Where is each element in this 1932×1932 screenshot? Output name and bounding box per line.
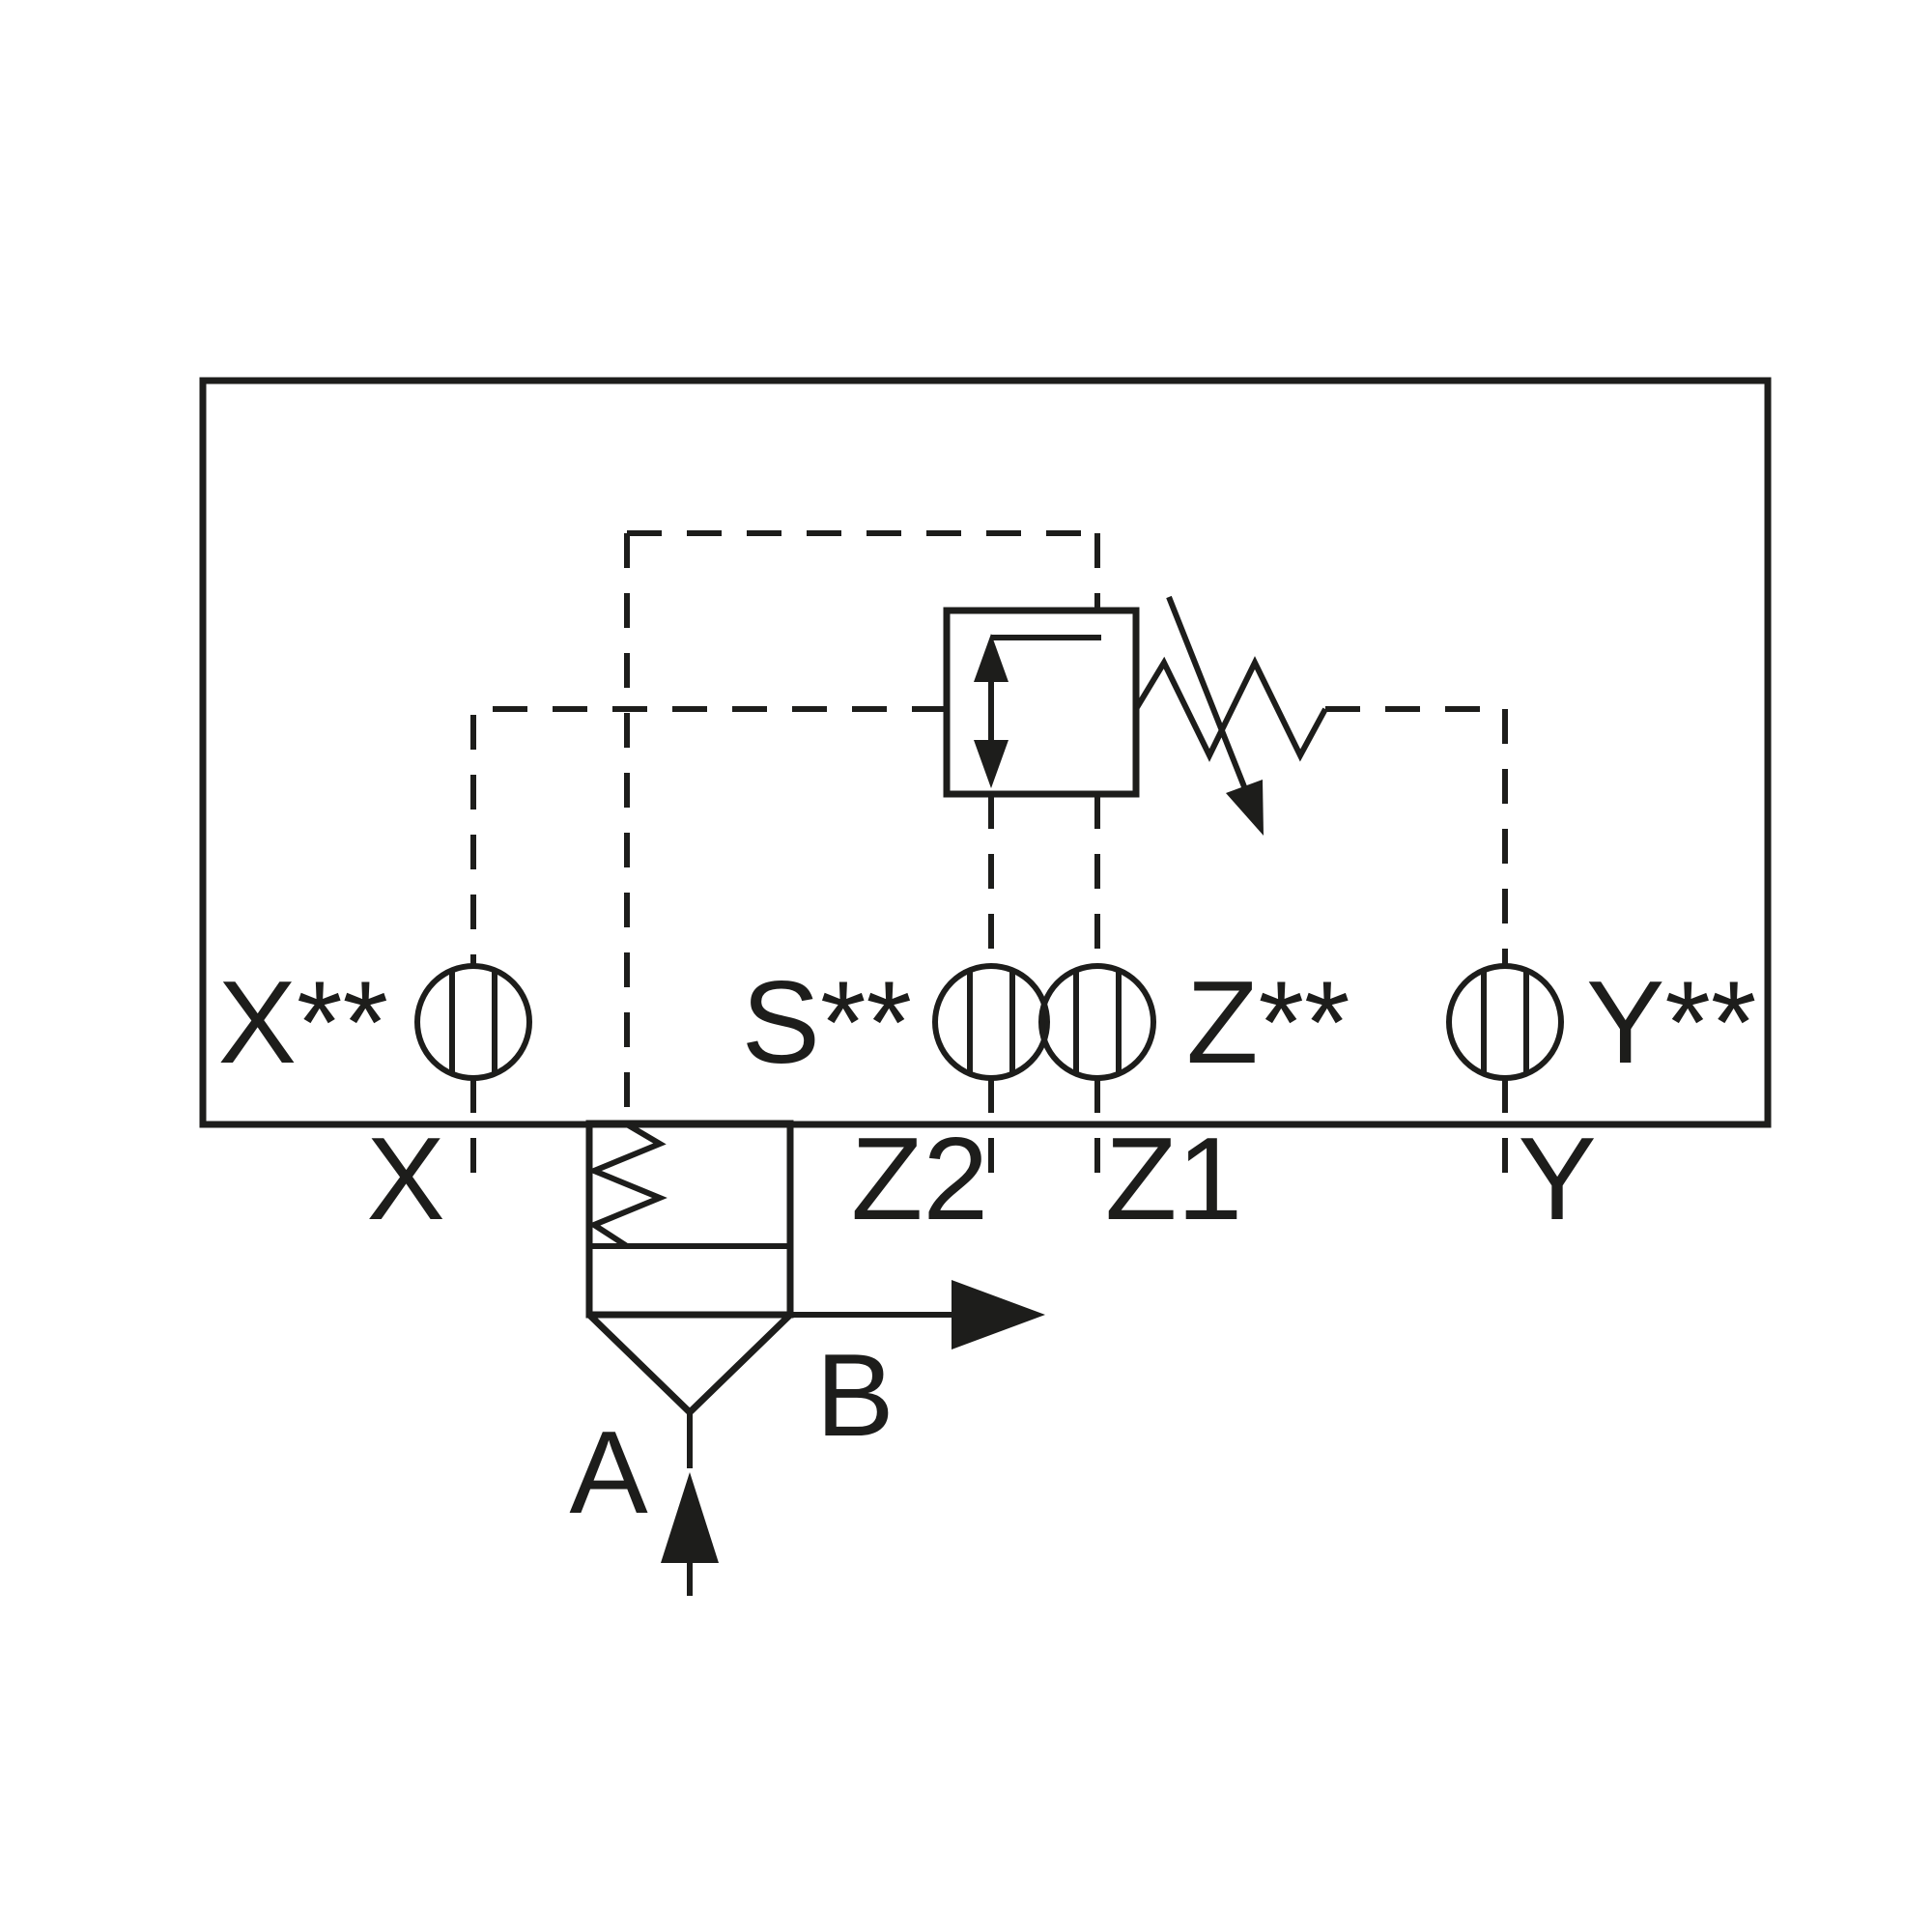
label-port-x: X	[366, 1113, 444, 1244]
pilot-valve-body	[943, 607, 1140, 798]
label-port-z2: Z2	[851, 1113, 988, 1244]
label-port-y: Y	[1518, 1113, 1596, 1244]
plug-chords-icon	[1481, 972, 1529, 1072]
plug-circle-icon	[1446, 963, 1564, 1081]
labels: X** S** Z** Y** X Z2 Z1 Y B A	[218, 956, 1757, 1538]
label-port-z1: Z1	[1105, 1113, 1242, 1244]
manifold-block	[199, 377, 1772, 1128]
label-port-z-plug: Z**	[1186, 956, 1350, 1088]
pilot-relief-valve	[943, 607, 1140, 798]
manifold-outline	[199, 377, 1772, 1128]
main-cartridge-valve	[585, 1120, 1045, 1596]
pilot-valve-arrow-down-icon	[974, 740, 1009, 788]
plug-chords-icon	[967, 972, 1015, 1072]
plug-symbol-y	[1446, 963, 1564, 1081]
plug-circle-icon	[414, 963, 532, 1081]
label-port-x-plug: X**	[218, 956, 388, 1088]
pilot-line-left-to-x	[470, 706, 947, 966]
adjustable-spring	[1133, 595, 1328, 836]
spring-zigzag-icon	[1133, 656, 1328, 762]
label-port-b: B	[815, 1329, 894, 1461]
label-port-y-plug: Y**	[1586, 956, 1756, 1088]
plug-symbol-x	[414, 963, 532, 1081]
plug-circle-icon	[1038, 963, 1156, 1081]
label-port-a: A	[569, 1406, 648, 1538]
plug-chords-icon	[449, 972, 497, 1072]
plug-chords-icon	[1073, 972, 1122, 1072]
main-valve-body	[585, 1120, 794, 1319]
adjustment-arrow-shaft	[1166, 595, 1250, 796]
port-symbols	[414, 963, 1564, 1081]
pilot-valve-arrow-up-icon	[974, 634, 1009, 682]
plug-symbol-z1	[1038, 963, 1156, 1081]
port-b-flow-arrow-icon	[952, 1280, 1045, 1350]
port-a-flow-arrow-icon	[661, 1472, 719, 1563]
main-valve-spring-icon	[586, 1122, 668, 1249]
pilot-lines	[470, 530, 1508, 1179]
main-valve-poppet-seat	[586, 1312, 793, 1417]
plug-circle-icon	[932, 963, 1050, 1081]
adjustment-arrow-head-icon	[1226, 780, 1264, 836]
label-port-s-plug: S**	[742, 956, 912, 1088]
plug-symbol-s	[932, 963, 1050, 1081]
